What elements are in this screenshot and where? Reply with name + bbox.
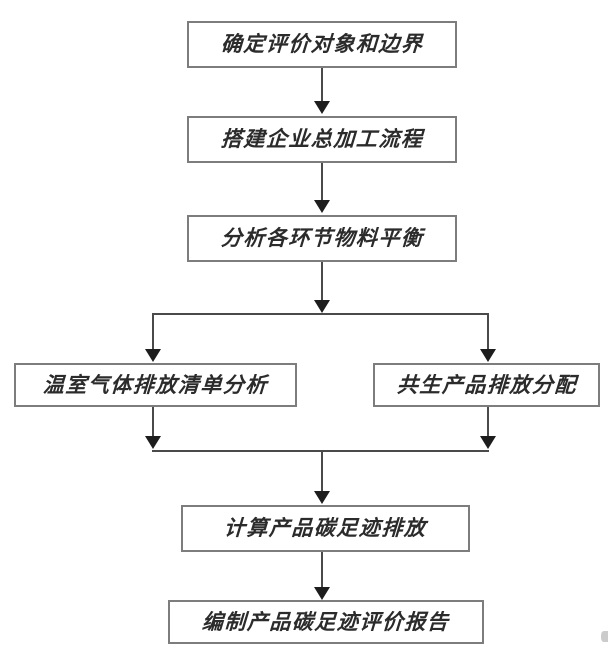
split-branch-right-stem xyxy=(487,313,489,350)
connector-4-to-merge xyxy=(152,407,154,437)
connector-merge-to-node-6 xyxy=(321,450,323,492)
arrowhead-merge-from-node-5 xyxy=(480,436,496,449)
flow-node-1[interactable]: 确定评价对象和边界 xyxy=(187,21,457,68)
arrowhead-into-split-bar xyxy=(314,300,330,313)
arrowhead-into-node-3 xyxy=(314,200,330,213)
arrowhead-into-node-6 xyxy=(314,491,330,504)
flow-node-5-label: 共生产品排放分配 xyxy=(395,372,578,397)
flow-node-3[interactable]: 分析各环节物料平衡 xyxy=(187,215,457,262)
arrowhead-into-node-2 xyxy=(314,101,330,114)
split-branch-left-stem xyxy=(152,313,154,350)
connector-2-to-3 xyxy=(321,163,323,201)
flow-node-5[interactable]: 共生产品排放分配 xyxy=(373,363,600,407)
flow-node-7-label: 编制产品碳足迹评价报告 xyxy=(201,609,451,634)
scan-artifact-mark xyxy=(601,631,608,642)
arrowhead-into-node-5 xyxy=(480,349,496,362)
connector-6-to-7 xyxy=(321,552,323,588)
split-bar xyxy=(152,313,489,315)
flow-node-7[interactable]: 编制产品碳足迹评价报告 xyxy=(168,600,484,644)
flow-node-3-label: 分析各环节物料平衡 xyxy=(220,226,424,250)
flow-node-4[interactable]: 温室气体排放清单分析 xyxy=(14,363,297,407)
connector-3-to-split xyxy=(321,262,323,302)
flow-node-2-label: 搭建企业总加工流程 xyxy=(220,127,424,151)
arrowhead-merge-from-node-4 xyxy=(145,436,161,449)
merge-bar xyxy=(152,450,489,452)
flow-node-4-label: 温室气体排放清单分析 xyxy=(42,372,269,397)
flow-node-6-label: 计算产品碳足迹排放 xyxy=(223,516,428,540)
arrowhead-into-node-4 xyxy=(145,349,161,362)
flow-node-1-label: 确定评价对象和边界 xyxy=(220,32,424,56)
arrowhead-into-node-7 xyxy=(314,587,330,600)
flow-node-2[interactable]: 搭建企业总加工流程 xyxy=(187,116,457,163)
connector-5-to-merge xyxy=(487,407,489,437)
flow-node-6[interactable]: 计算产品碳足迹排放 xyxy=(181,505,470,552)
connector-1-to-2 xyxy=(321,68,323,103)
